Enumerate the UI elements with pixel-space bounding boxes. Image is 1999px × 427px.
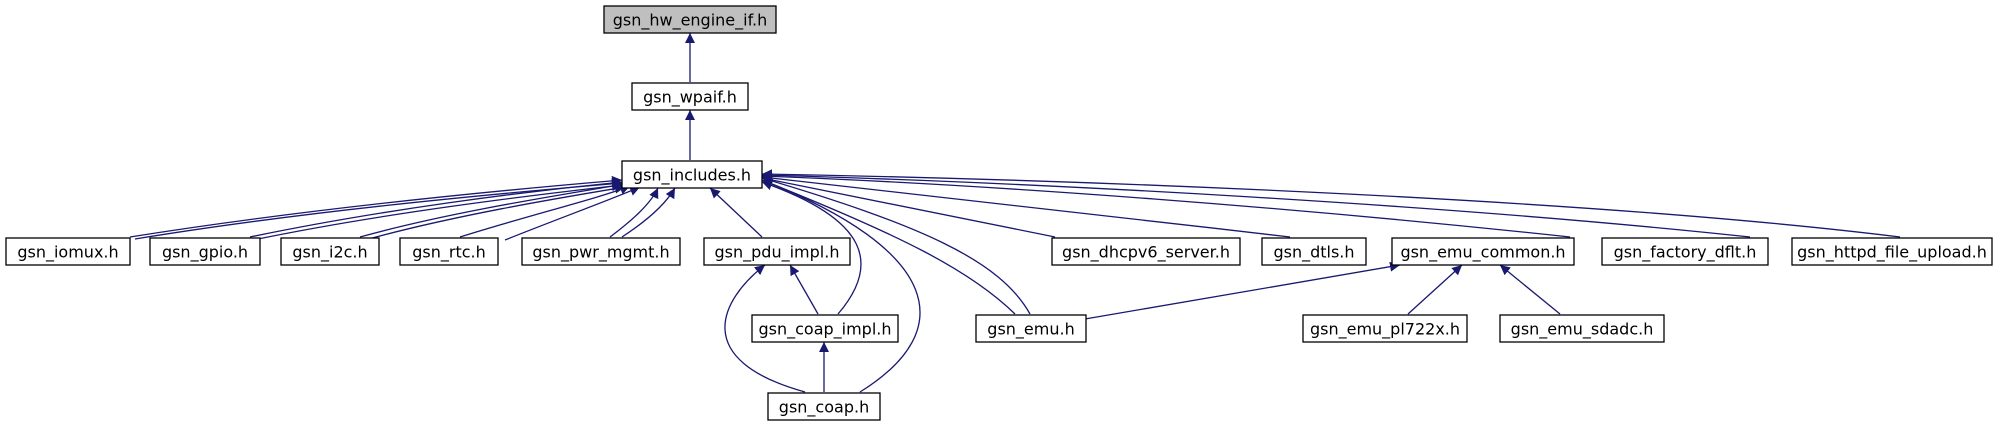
- edges-layer: [129, 33, 1901, 393]
- node-label: gsn_emu.h: [987, 320, 1074, 340]
- node-factory-dflt[interactable]: gsn_factory_dflt.h: [1601, 237, 1769, 266]
- edge-coap-impl-to-pdu-impl: [789, 264, 819, 315]
- node-pwr-mgmt[interactable]: gsn_pwr_mgmt.h: [521, 237, 681, 266]
- edge-emu-to-includes-2: [761, 176, 1031, 315]
- node-label: gsn_dhcpv6_server.h: [1062, 243, 1230, 263]
- node-label: gsn_hw_engine_if.h: [613, 11, 768, 31]
- edge-emu-to-emu-common: [1084, 261, 1401, 320]
- node-label: gsn_coap.h: [779, 398, 869, 418]
- node-httpd-file-upload[interactable]: gsn_httpd_file_upload.h: [1791, 237, 1993, 266]
- node-label: gsn_emu_sdadc.h: [1511, 320, 1654, 340]
- edge-rtc-to-includes-2: [504, 186, 641, 241]
- node-label: gsn_httpd_file_upload.h: [1797, 243, 1987, 263]
- node-wpaif[interactable]: gsn_wpaif.h: [631, 82, 749, 111]
- node-label: gsn_wpaif.h: [643, 88, 737, 108]
- node-iomux[interactable]: gsn_iomux.h: [5, 237, 131, 266]
- node-pdu-impl[interactable]: gsn_pdu_impl.h: [703, 237, 851, 266]
- node-emu[interactable]: gsn_emu.h: [975, 314, 1087, 343]
- edge-coap-to-includes: [761, 179, 921, 393]
- edge-httpd-file-upload-to-includes: [761, 169, 1901, 238]
- edge-dhcpv6-server-to-includes: [761, 175, 1056, 238]
- edge-rtc-to-includes: [459, 185, 631, 238]
- node-includes[interactable]: gsn_includes.h: [621, 160, 763, 189]
- node-rtc[interactable]: gsn_rtc.h: [399, 237, 499, 266]
- edge-gpio-to-includes: [249, 178, 623, 238]
- edge-coap-to-pdu-impl: [724, 264, 806, 393]
- edge-emu-sdadc-to-emu-common: [1499, 264, 1561, 315]
- node-label: gsn_dtls.h: [1273, 243, 1354, 263]
- node-emu-sdadc[interactable]: gsn_emu_sdadc.h: [1499, 314, 1665, 343]
- edge-emu-common-to-includes: [761, 171, 1571, 238]
- node-coap-impl[interactable]: gsn_coap_impl.h: [751, 314, 899, 343]
- edge-i2c-to-includes-2: [364, 183, 626, 241]
- node-label: gsn_pwr_mgmt.h: [532, 243, 669, 263]
- node-label: gsn_pdu_impl.h: [715, 243, 840, 263]
- node-label: gsn_i2c.h: [292, 243, 367, 263]
- node-dtls[interactable]: gsn_dtls.h: [1261, 237, 1367, 266]
- node-label: gsn_emu_pl722x.h: [1310, 320, 1460, 340]
- edge-pwr-mgmt-to-includes: [609, 187, 659, 238]
- node-hw-engine-if[interactable]: gsn_hw_engine_if.h: [603, 5, 777, 34]
- nodes-layer: gsn_hw_engine_if.h gsn_wpaif.h gsn_inclu…: [5, 5, 1993, 421]
- edge-coap-impl-to-includes: [761, 180, 862, 315]
- node-label: gsn_iomux.h: [17, 243, 118, 263]
- node-label: gsn_emu_common.h: [1400, 243, 1565, 263]
- node-label: gsn_coap_impl.h: [758, 320, 891, 340]
- edge-iomux-to-includes: [129, 175, 623, 238]
- edge-pwr-mgmt-to-includes-2: [621, 187, 676, 238]
- edge-i2c-to-includes: [359, 180, 626, 238]
- node-gpio[interactable]: gsn_gpio.h: [149, 237, 261, 266]
- node-dhcpv6-server[interactable]: gsn_dhcpv6_server.h: [1051, 237, 1241, 266]
- edge-pdu-impl-to-includes: [709, 187, 763, 238]
- node-label: gsn_includes.h: [633, 166, 751, 186]
- node-emu-pl722x[interactable]: gsn_emu_pl722x.h: [1302, 314, 1468, 343]
- node-coap[interactable]: gsn_coap.h: [767, 392, 881, 421]
- edge-dtls-to-includes: [761, 173, 1291, 238]
- edge-gpio-to-includes-2: [257, 181, 623, 240]
- node-label: gsn_rtc.h: [412, 243, 486, 263]
- edge-emu-to-includes: [761, 179, 1016, 315]
- node-label: gsn_gpio.h: [162, 243, 248, 263]
- node-i2c[interactable]: gsn_i2c.h: [280, 237, 380, 266]
- node-label: gsn_factory_dflt.h: [1614, 243, 1757, 263]
- edge-emu-pl722x-to-emu-common: [1407, 264, 1463, 315]
- edge-factory-dflt-to-includes: [761, 170, 1751, 238]
- node-emu-common[interactable]: gsn_emu_common.h: [1391, 237, 1575, 266]
